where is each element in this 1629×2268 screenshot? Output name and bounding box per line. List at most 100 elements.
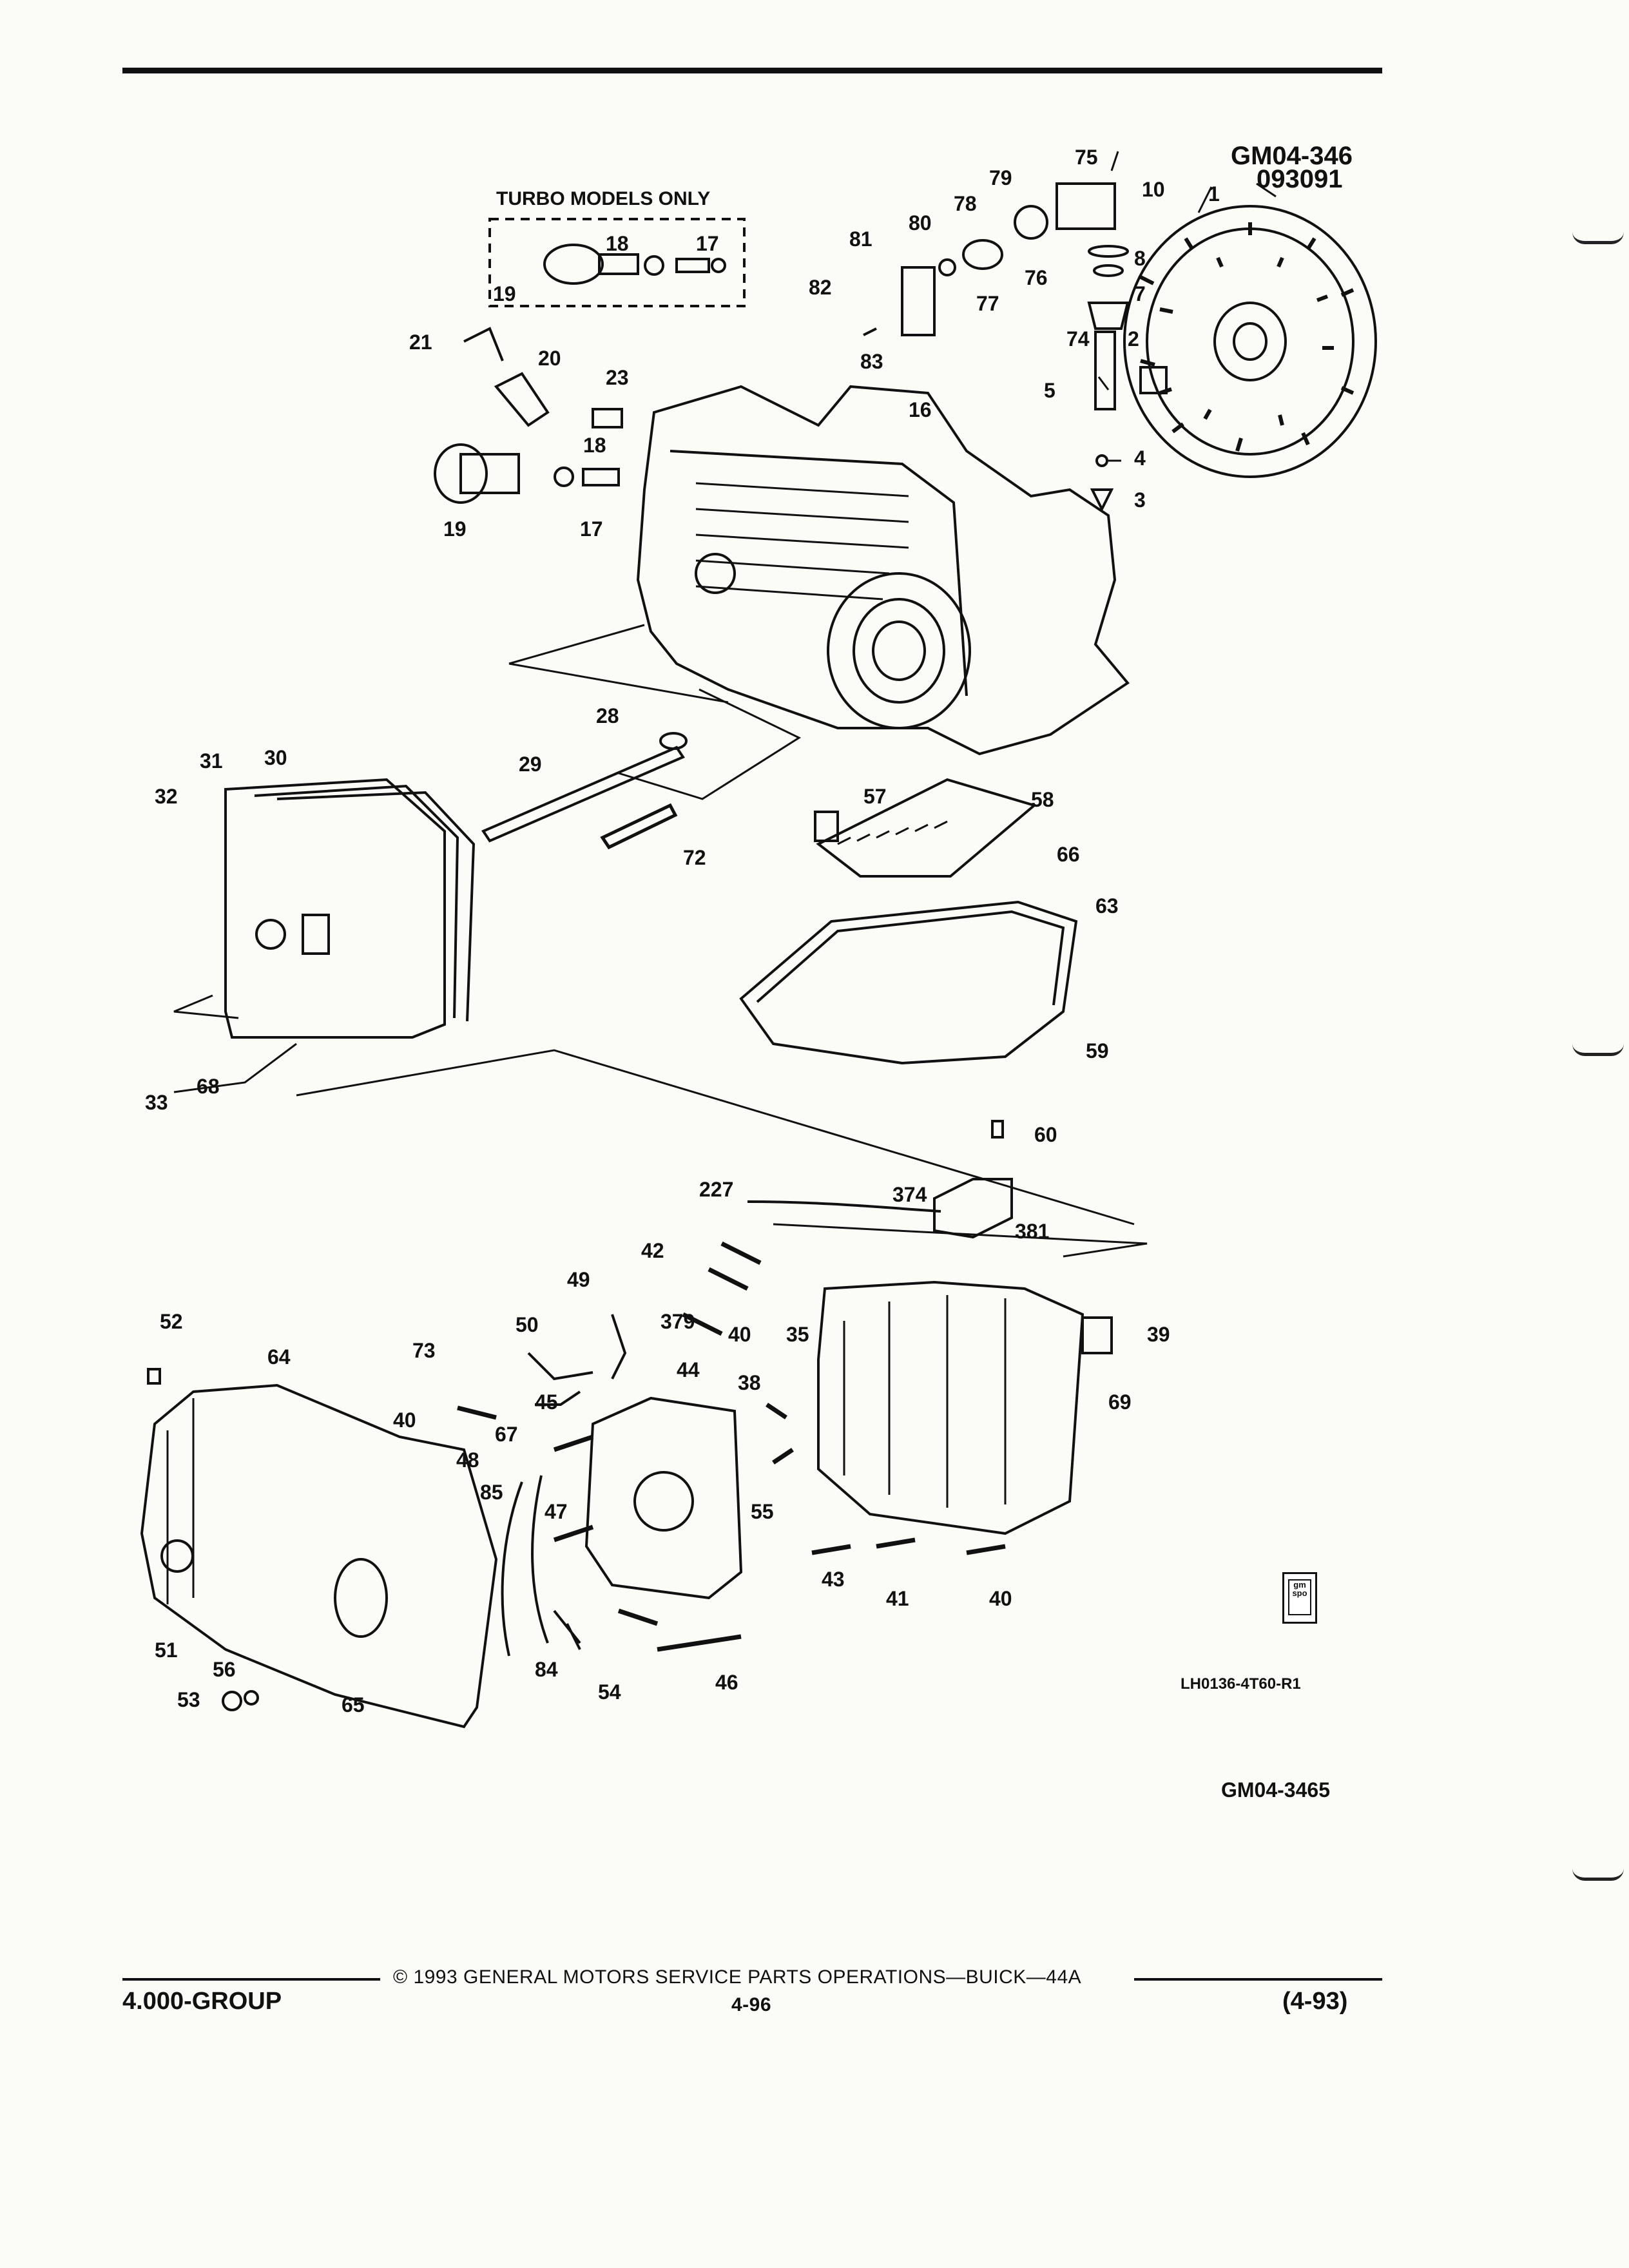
callout-8: 8	[1134, 247, 1146, 270]
speedometer-driven-gear-stack	[1014, 182, 1168, 512]
callout-77: 77	[976, 292, 999, 315]
case-side-cover	[140, 1383, 498, 1729]
callout-40-bottom: 40	[989, 1587, 1012, 1610]
turbo-models-label: TURBO MODELS ONLY	[496, 188, 711, 209]
binding-mark-1	[1572, 232, 1624, 244]
callout-40-top: 40	[728, 1323, 751, 1346]
callout-1: 1	[1208, 182, 1220, 206]
callout-85: 85	[480, 1481, 503, 1504]
callout-76: 76	[1025, 266, 1048, 289]
header-rule	[122, 68, 1382, 73]
callout-30: 30	[264, 746, 287, 769]
callout-46: 46	[715, 1671, 738, 1694]
callout-81: 81	[849, 227, 872, 251]
pump-body	[584, 1396, 743, 1600]
callout-83: 83	[860, 350, 883, 373]
callout-64: 64	[267, 1345, 291, 1369]
torque-converter	[1123, 205, 1377, 478]
figure-code-bottom: GM04-3465	[1221, 1778, 1330, 1802]
callout-17-turbo: 17	[696, 232, 719, 255]
callout-38: 38	[738, 1371, 761, 1394]
callout-44: 44	[677, 1358, 700, 1381]
callout-58: 58	[1031, 788, 1054, 811]
binding-mark-3	[1572, 1869, 1624, 1881]
callout-57: 57	[863, 785, 887, 808]
callout-23: 23	[606, 366, 629, 389]
callout-56: 56	[213, 1658, 236, 1681]
callout-40-left: 40	[393, 1408, 416, 1432]
callout-20: 20	[538, 347, 561, 370]
callout-59: 59	[1086, 1039, 1109, 1062]
callout-60: 60	[1034, 1123, 1057, 1146]
callout-28: 28	[596, 704, 619, 727]
callout-80: 80	[909, 211, 932, 235]
callout-52: 52	[160, 1310, 183, 1333]
callout-65: 65	[342, 1693, 365, 1716]
wiring-harness	[501, 1475, 581, 1657]
turbo-parts-box	[488, 218, 746, 307]
callout-7: 7	[1134, 282, 1146, 305]
callout-72: 72	[683, 846, 706, 869]
governor-parts	[863, 239, 1003, 336]
shaft-and-pipe	[481, 732, 688, 850]
footer-group: 4.000-GROUP	[122, 1988, 282, 2015]
turbo-sensor-parts	[543, 244, 726, 285]
valve-body-spacer-plate	[224, 778, 476, 1039]
gm-spo-logo-mark: gm spo	[1288, 1579, 1311, 1615]
callout-53: 53	[177, 1688, 200, 1711]
callout-55: 55	[751, 1500, 774, 1523]
callout-48: 48	[456, 1448, 479, 1472]
callout-63: 63	[1095, 894, 1119, 918]
callout-66: 66	[1057, 843, 1080, 866]
callout-78: 78	[954, 192, 977, 215]
filter-and-oil-pan	[739, 778, 1078, 1139]
figure-date-code: 093091	[1257, 165, 1343, 193]
control-valve-body-lower	[817, 1280, 1113, 1535]
footer-page-number: 4-96	[731, 1994, 772, 2015]
callout-227: 227	[699, 1178, 734, 1201]
callout-74: 74	[1066, 327, 1090, 351]
bracket-and-pipe	[527, 1178, 1013, 1406]
callout-32: 32	[155, 785, 178, 808]
callout-18: 18	[583, 434, 606, 457]
callout-82: 82	[809, 276, 832, 299]
pressure-switch-parts	[434, 327, 623, 504]
binding-mark-2	[1572, 1044, 1624, 1056]
callout-17: 17	[580, 517, 603, 541]
callout-3: 3	[1134, 488, 1146, 512]
callout-21: 21	[409, 331, 432, 354]
callout-47: 47	[545, 1500, 568, 1523]
callout-67: 67	[495, 1423, 518, 1446]
bolts	[147, 1241, 1006, 1711]
callout-84: 84	[535, 1658, 558, 1681]
callout-381: 381	[1015, 1220, 1050, 1243]
callout-35: 35	[786, 1323, 809, 1346]
callout-54: 54	[598, 1680, 621, 1704]
callout-19-turbo: 19	[493, 282, 516, 305]
footer-rule-left	[122, 1978, 380, 1981]
callout-18-turbo: 18	[606, 232, 629, 255]
callout-51: 51	[155, 1639, 178, 1662]
callout-19: 19	[443, 517, 467, 541]
callout-2: 2	[1128, 327, 1139, 351]
callout-374: 374	[892, 1183, 927, 1206]
callout-68: 68	[197, 1075, 220, 1098]
gm-spo-logo: gm spo	[1282, 1572, 1317, 1624]
figure-code-top: GM04-346	[1231, 142, 1353, 170]
callout-49: 49	[567, 1268, 590, 1291]
transaxle-case	[636, 385, 1130, 756]
callout-10: 10	[1142, 178, 1165, 201]
callout-41: 41	[886, 1587, 909, 1610]
callout-45: 45	[535, 1390, 558, 1414]
callout-4: 4	[1134, 447, 1146, 470]
callout-39: 39	[1147, 1323, 1170, 1346]
callout-75: 75	[1075, 146, 1098, 169]
callout-31: 31	[200, 749, 223, 773]
callout-29: 29	[519, 753, 542, 776]
callout-42: 42	[641, 1239, 664, 1262]
callout-79: 79	[989, 166, 1012, 189]
callout-69: 69	[1108, 1390, 1132, 1414]
footer-rule-right	[1134, 1978, 1382, 1981]
callout-16: 16	[909, 398, 932, 421]
